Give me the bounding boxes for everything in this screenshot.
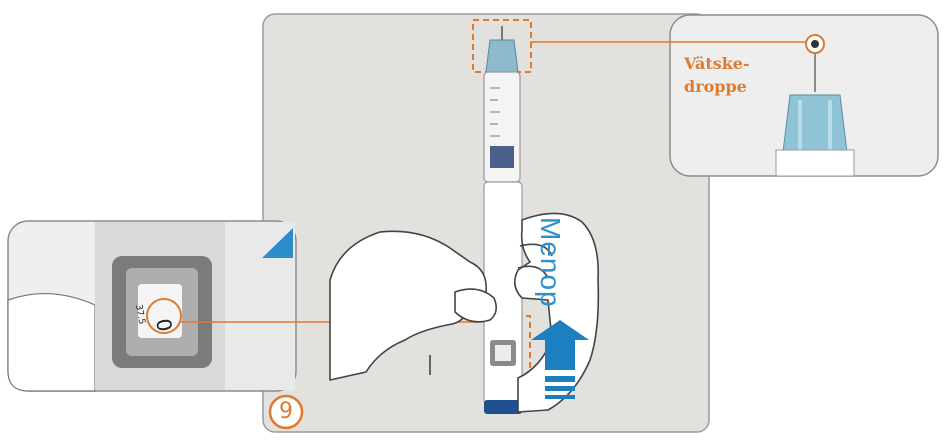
dose-window-inset: 0 37.5 bbox=[8, 221, 296, 391]
plunger-stopper bbox=[490, 146, 514, 168]
injection-pen bbox=[484, 26, 522, 414]
finger-tip bbox=[8, 294, 95, 391]
pen-push-button bbox=[484, 400, 522, 414]
step-number: 9 bbox=[271, 397, 301, 427]
droplet-label-line1: Vätske- bbox=[684, 54, 750, 74]
droplet-label-line2: droppe bbox=[684, 77, 747, 97]
pen-body bbox=[484, 182, 522, 404]
pen-brand-text: Menop bbox=[535, 217, 565, 337]
